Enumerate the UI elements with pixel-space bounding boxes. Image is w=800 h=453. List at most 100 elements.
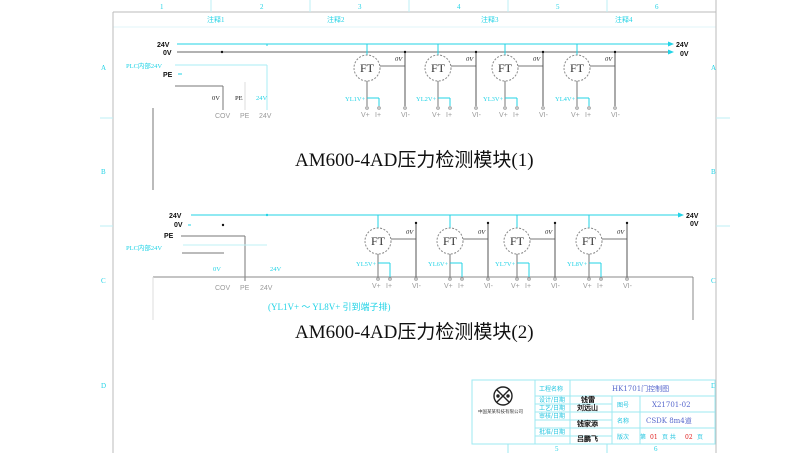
terminal-label: V+ — [571, 112, 580, 119]
terminal-point — [625, 277, 629, 281]
pe-label: PE — [164, 233, 174, 240]
title-block — [471, 379, 716, 453]
bus-24v-label-right: 24V — [676, 42, 689, 49]
terminal-label: I+ — [386, 283, 392, 290]
bus-24v-label: 24V — [157, 42, 170, 49]
terminal-label: 24V — [260, 285, 273, 292]
terminal-label: V+ — [583, 283, 592, 290]
ft-transmitter-symbol — [436, 227, 464, 255]
terminal-label: I+ — [585, 112, 591, 119]
row-letter: B — [711, 168, 716, 176]
terminal-label: VI- — [401, 112, 411, 119]
ft-transmitter-symbol — [364, 227, 392, 255]
project-value: HK1701门控制图 — [612, 384, 669, 393]
terminal-point — [460, 277, 464, 281]
module-title-2: AM600-4AD压力检测模块(2) — [295, 321, 534, 343]
terminal-label: VI- — [623, 283, 633, 290]
junction-dot — [625, 221, 629, 225]
small-0v-label: 0V — [213, 266, 221, 273]
column-number: 3 — [358, 3, 362, 11]
row-letter: D — [711, 382, 716, 390]
junction-dot — [613, 50, 617, 54]
terminal-point — [587, 277, 591, 281]
ft-label: FT — [443, 234, 458, 248]
version-label: 版次 — [617, 433, 629, 441]
page-total: 02 — [685, 434, 693, 441]
terminal-point — [503, 106, 507, 110]
terminal-label: I+ — [597, 283, 603, 290]
small-pe-label: PE — [235, 95, 243, 102]
terminal-point — [448, 277, 452, 281]
page-suffix: 页 — [697, 434, 703, 441]
junction-dot — [474, 50, 478, 54]
company-name: 中国某某科技有限公司 — [478, 408, 523, 415]
terminal-label: I+ — [375, 112, 381, 119]
pe-label: PE — [163, 72, 173, 79]
ov-label: 0V — [533, 56, 541, 63]
junction-dot — [414, 221, 418, 225]
column-number: 6 — [654, 445, 658, 453]
column-number: 1 — [160, 3, 164, 11]
terminal-point — [541, 106, 545, 110]
ft-transmitter-symbol — [503, 227, 531, 255]
terminal-point — [474, 106, 478, 110]
transmitters-section1: FTYL1V+V+I+0VVI-FTYL2V+V+I+0VVI-FTYL3V+V… — [345, 44, 621, 119]
reviewer-label: 审核/日期 — [539, 412, 565, 420]
transmitters-section2: FTYL5V+V+I+0VVI-FTYL6V+V+I+0VVI-FTYL7V+V… — [356, 215, 633, 290]
ft-transmitter-symbol — [575, 227, 603, 255]
small-0v-label: 0V — [212, 95, 220, 102]
terminal-point — [599, 277, 603, 281]
ft-label: FT — [431, 61, 446, 75]
terminal-point — [388, 277, 392, 281]
sensor-label: YL3V+ — [483, 96, 504, 103]
page-prefix: 第 — [640, 433, 646, 441]
terminal-point — [486, 277, 490, 281]
terminal-label: V+ — [372, 283, 381, 290]
terminal-point — [365, 106, 369, 110]
ov-label: 0V — [478, 229, 486, 236]
row-letter: D — [101, 382, 106, 390]
drawing-no: X21701-02 — [652, 401, 691, 409]
terminal-point — [403, 106, 407, 110]
terminal-point — [448, 106, 452, 110]
column-number: 2 — [260, 3, 264, 11]
column-number: 5 — [556, 3, 560, 11]
terminal-label: VI- — [611, 112, 621, 119]
designer-name: 钱雷 — [580, 395, 595, 404]
terminal-label: COV — [215, 113, 231, 120]
terminal-label: VI- — [484, 283, 494, 290]
sensor-label: YL5V+ — [356, 261, 377, 268]
section-2-wiring — [152, 212, 694, 320]
terminal-point — [587, 106, 591, 110]
terminal-label: I+ — [525, 283, 531, 290]
terminal-label: VI- — [551, 283, 561, 290]
terminal-label: I+ — [446, 112, 452, 119]
terminal-point — [376, 277, 380, 281]
terminal-point — [553, 277, 557, 281]
terminal-label: V+ — [361, 112, 370, 119]
sensor-label: YL1V+ — [345, 96, 366, 103]
terminal-label: PE — [240, 285, 250, 292]
page-mid: 页 共 — [662, 433, 676, 441]
terminal-label: COV — [215, 285, 231, 292]
terminal-label: V+ — [432, 112, 441, 119]
project-label: 工程名称 — [539, 385, 563, 393]
terminal-point — [613, 106, 617, 110]
ov-label: 0V — [406, 229, 414, 236]
process-label: 工艺/日期 — [539, 404, 565, 412]
terminal-label: 24V — [259, 113, 272, 120]
ft-transmitter-symbol — [563, 54, 591, 82]
drawing-frame — [100, 0, 730, 453]
small-24v-label: 24V — [270, 266, 282, 273]
note-label: 注释2 — [327, 15, 345, 24]
terminal-label: VI- — [539, 112, 549, 119]
ft-label: FT — [371, 234, 386, 248]
column-number: 4 — [457, 3, 461, 11]
bus-24v-label: 24V — [169, 213, 182, 220]
name-label: 名称 — [617, 417, 629, 425]
ov-label: 0V — [395, 56, 403, 63]
note-label: 注释1 — [207, 15, 225, 24]
sensor-label: YL8V+ — [567, 261, 588, 268]
reviewer-name: 钱家添 — [576, 419, 599, 428]
